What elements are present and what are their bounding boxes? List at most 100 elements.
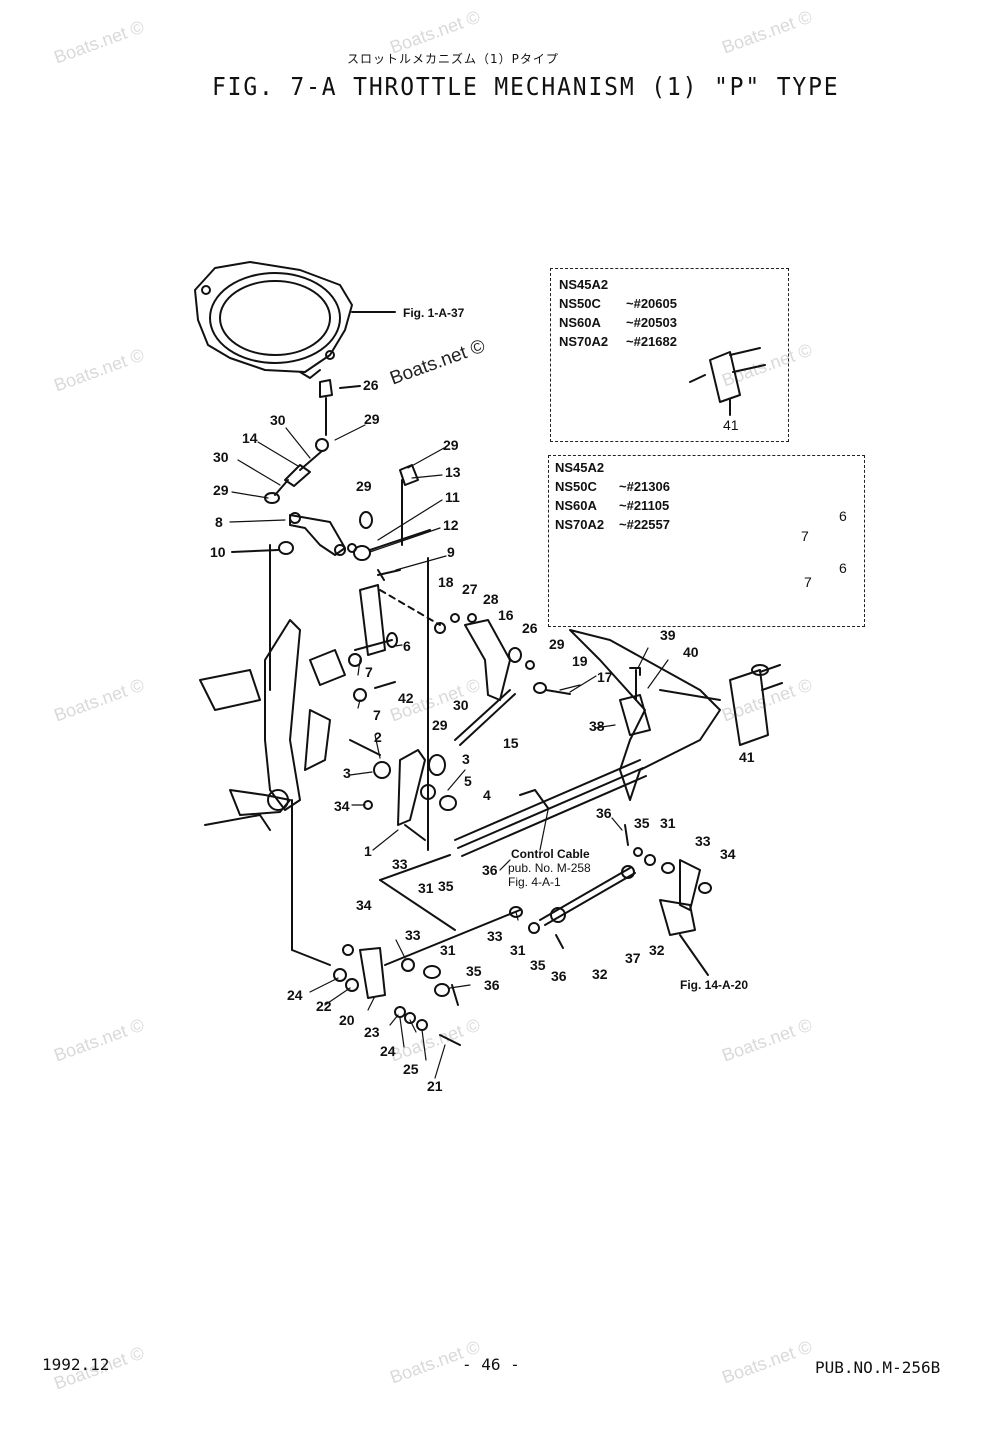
part-label-20: 20 xyxy=(339,1012,355,1028)
control-cable-fig-ref: Fig. 4-A-1 xyxy=(508,875,561,889)
part-label-29: 29 xyxy=(443,437,459,453)
part-label-3: 3 xyxy=(462,751,470,767)
part-label-33: 33 xyxy=(405,927,421,943)
part-label-5: 5 xyxy=(464,773,472,789)
inset-top-model-3: NS60A xyxy=(559,315,601,330)
part-label-36: 36 xyxy=(551,968,567,984)
inset-mid-model-2: NS50C xyxy=(555,479,597,494)
part-label-7: 7 xyxy=(373,707,381,723)
inset-mid-serial-2: ~#21306 xyxy=(619,479,670,494)
part-label-14: 14 xyxy=(242,430,258,446)
part-label-4: 4 xyxy=(483,787,491,803)
reference-fig-14-a-20: Fig. 14-A-20 xyxy=(680,978,749,992)
inset-top-model-4: NS70A2 xyxy=(559,334,609,349)
part-label-7: 7 xyxy=(365,664,373,680)
part-label-18: 18 xyxy=(438,574,454,590)
part-label-35: 35 xyxy=(530,957,546,973)
part-label-32: 32 xyxy=(649,942,665,958)
footer-publication-number: PUB.NO.M-256B xyxy=(815,1358,941,1377)
part-label-1: 1 xyxy=(364,843,372,859)
part-label-35: 35 xyxy=(466,963,482,979)
part-label-30: 30 xyxy=(213,449,229,465)
part-label-34: 34 xyxy=(334,798,350,814)
part-label-31: 31 xyxy=(510,942,526,958)
control-cable-label: Control Cable xyxy=(511,847,590,861)
inset-mid-part-6a: 6 xyxy=(839,508,847,524)
inset-top-model-1: NS45A2 xyxy=(559,277,609,292)
part-label-24: 24 xyxy=(380,1043,396,1059)
part-label-36: 36 xyxy=(482,862,498,878)
inset-box-middle: NS45A2 NS50C ~#21306 NS60A ~#21105 NS70A… xyxy=(548,455,865,627)
part-label-33: 33 xyxy=(695,833,711,849)
part-label-19: 19 xyxy=(572,653,588,669)
part-label-38: 38 xyxy=(589,718,605,734)
part-label-39: 39 xyxy=(660,627,676,643)
part-label-31: 31 xyxy=(440,942,456,958)
part-label-35: 35 xyxy=(634,815,650,831)
inset-top-serial-2: ~#20605 xyxy=(626,296,677,311)
part-label-29: 29 xyxy=(364,411,380,427)
part-label-13: 13 xyxy=(445,464,461,480)
inset-box-top: NS45A2 NS50C ~#20605 NS60A ~#20503 NS70A… xyxy=(550,268,789,442)
part-label-31: 31 xyxy=(660,815,676,831)
part-label-15: 15 xyxy=(503,735,519,751)
part-label-29: 29 xyxy=(549,636,565,652)
part-label-37: 37 xyxy=(625,950,641,966)
inset-top-serial-3: ~#20503 xyxy=(626,315,677,330)
part-label-16: 16 xyxy=(498,607,514,623)
part-label-10: 10 xyxy=(210,544,226,560)
part-label-30: 30 xyxy=(453,697,469,713)
part-label-29: 29 xyxy=(213,482,229,498)
part-label-35: 35 xyxy=(438,878,454,894)
part-label-32: 32 xyxy=(592,966,608,982)
reference-fig-1-a-37: Fig. 1-A-37 xyxy=(403,306,465,320)
inset-mid-part-7a: 7 xyxy=(801,528,809,544)
part-label-27: 27 xyxy=(462,581,478,597)
part-label-25: 25 xyxy=(403,1061,419,1077)
inset-mid-model-1: NS45A2 xyxy=(555,460,605,475)
inset-mid-model-3: NS60A xyxy=(555,498,597,513)
part-label-29: 29 xyxy=(432,717,448,733)
part-label-33: 33 xyxy=(392,856,408,872)
part-label-41: 41 xyxy=(739,749,755,765)
part-label-9: 9 xyxy=(447,544,455,560)
control-cable-pub-no: pub. No. M-258 xyxy=(508,861,591,875)
inset-top-model-2: NS50C xyxy=(559,296,601,311)
inset-mid-model-4: NS70A2 xyxy=(555,517,605,532)
part-label-21: 21 xyxy=(427,1078,443,1094)
part-label-34: 34 xyxy=(356,897,372,913)
part-label-40: 40 xyxy=(683,644,699,660)
part-label-34: 34 xyxy=(720,846,736,862)
part-label-23: 23 xyxy=(364,1024,380,1040)
footer-page-number: - 46 - xyxy=(462,1355,520,1374)
part-label-33: 33 xyxy=(487,928,503,944)
figure-subtitle-japanese: スロットルメカニズム（1）Pタイプ xyxy=(347,52,559,66)
part-label-26: 26 xyxy=(363,377,379,393)
part-label-24: 24 xyxy=(287,987,303,1003)
part-label-22: 22 xyxy=(316,998,332,1014)
inset-mid-serial-4: ~#22557 xyxy=(619,517,670,532)
part-label-31: 31 xyxy=(418,880,434,896)
inset-mid-serial-3: ~#21105 xyxy=(619,498,670,513)
part-label-28: 28 xyxy=(483,591,499,607)
part-label-36: 36 xyxy=(484,977,500,993)
part-label-26: 26 xyxy=(522,620,538,636)
part-label-36: 36 xyxy=(596,805,612,821)
part-label-17: 17 xyxy=(597,669,613,685)
inset-mid-part-7b: 7 xyxy=(804,574,812,590)
mounting-ring xyxy=(194,261,353,379)
footer-date: 1992.12 xyxy=(42,1355,110,1374)
part-label-11: 11 xyxy=(445,489,460,505)
part-label-2: 2 xyxy=(374,729,382,745)
part-label-42: 42 xyxy=(398,690,414,706)
part-label-6: 6 xyxy=(403,638,411,654)
part-label-8: 8 xyxy=(215,514,223,530)
part-label-3: 3 xyxy=(343,765,351,781)
inset-top-serial-4: ~#21682 xyxy=(626,334,677,349)
part-label-12: 12 xyxy=(443,517,459,533)
part-label-30: 30 xyxy=(270,412,286,428)
inset-top-part-label: 41 xyxy=(723,417,739,433)
figure-title: FIG. 7-A THROTTLE MECHANISM (1) "P" TYPE xyxy=(212,72,840,101)
part-label-29: 29 xyxy=(356,478,372,494)
